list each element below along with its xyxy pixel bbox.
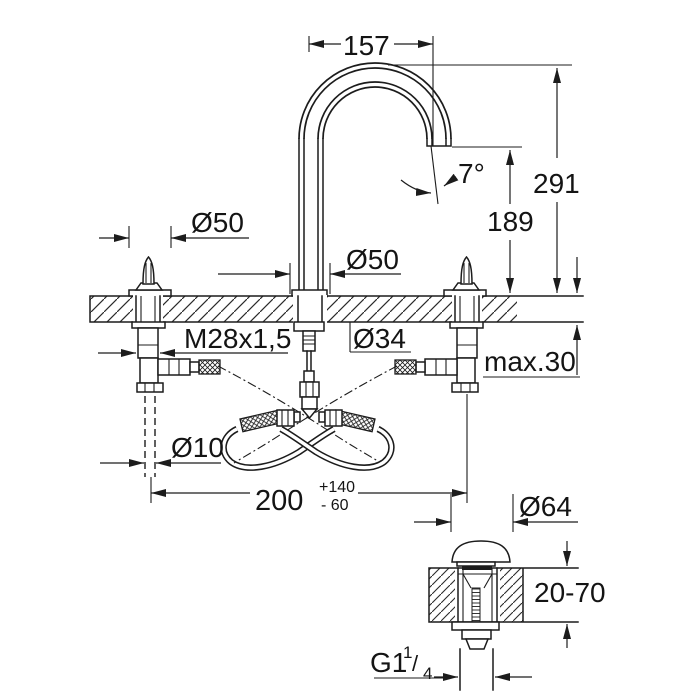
left-handle — [128, 255, 172, 297]
dim-spout-angle-7deg — [400, 145, 459, 205]
dim-waste-diameter-64 — [414, 494, 578, 532]
flex-hose-left — [217, 365, 382, 471]
label-spout-diameter: Ø50 — [346, 244, 399, 275]
label-hole-diameter: Ø34 — [353, 323, 406, 354]
label-max-deck: max.30 — [484, 346, 576, 377]
label-hole-spacing: 200 — [255, 485, 303, 517]
waste-plug-dome — [451, 540, 511, 563]
label-total-height: 291 — [533, 168, 580, 199]
dim-waste-thread-g114 — [374, 673, 532, 681]
dim-spout-diameter-50 — [218, 263, 401, 294]
waste-flange — [451, 621, 500, 631]
pop-up-rod — [144, 396, 156, 477]
label-waste-thread-g: G1 — [370, 647, 407, 678]
label-spout-angle: 7° — [458, 158, 485, 189]
dim-hole-diameter-34 — [349, 322, 411, 353]
waste-tailpipe — [459, 648, 494, 691]
hose-braid-section — [239, 409, 283, 433]
label-outlet-height: 189 — [487, 206, 534, 237]
valve-end-nut — [136, 382, 164, 393]
waste-seal — [462, 566, 492, 570]
valve-locknut — [131, 321, 166, 329]
tee-fitting — [276, 330, 343, 427]
dim-handle-diameter-50 — [99, 226, 249, 248]
hose-union-nut — [157, 358, 191, 376]
label-waste-deck-range: 20-70 — [534, 577, 606, 608]
label-thread-size: M28x1,5 — [184, 323, 291, 354]
label-waste-diameter: Ø64 — [519, 491, 572, 522]
dim-outlet-height-189 — [452, 146, 522, 293]
label-rod-diameter: Ø10 — [171, 432, 224, 463]
dim-max-deck-30 — [483, 257, 581, 378]
label-waste-thread-numerator: 1 — [403, 643, 412, 662]
handle-lever — [142, 255, 155, 285]
label-waste-thread-slash: / — [412, 651, 419, 676]
label-spout-reach: 157 — [343, 30, 390, 61]
label-waste-thread-denominator: 4 — [423, 664, 432, 683]
spout-locknut — [293, 321, 325, 332]
spout — [291, 62, 452, 332]
left-valve-body — [131, 295, 221, 393]
dim-total-height-291 — [388, 64, 572, 293]
waste-detail — [428, 540, 579, 691]
label-handle-diameter: Ø50 — [191, 207, 244, 238]
label-spacing-tol-plus: +140 — [319, 479, 355, 496]
label-spacing-tol-minus: - 60 — [321, 497, 349, 514]
hose-stub-braid — [198, 359, 221, 375]
right-handle — [443, 256, 487, 297]
countertop — [89, 295, 584, 323]
dim-hole-spacing-200 — [150, 394, 468, 503]
spout-outlet — [426, 138, 452, 147]
dim-spout-reach-157 — [308, 36, 434, 146]
